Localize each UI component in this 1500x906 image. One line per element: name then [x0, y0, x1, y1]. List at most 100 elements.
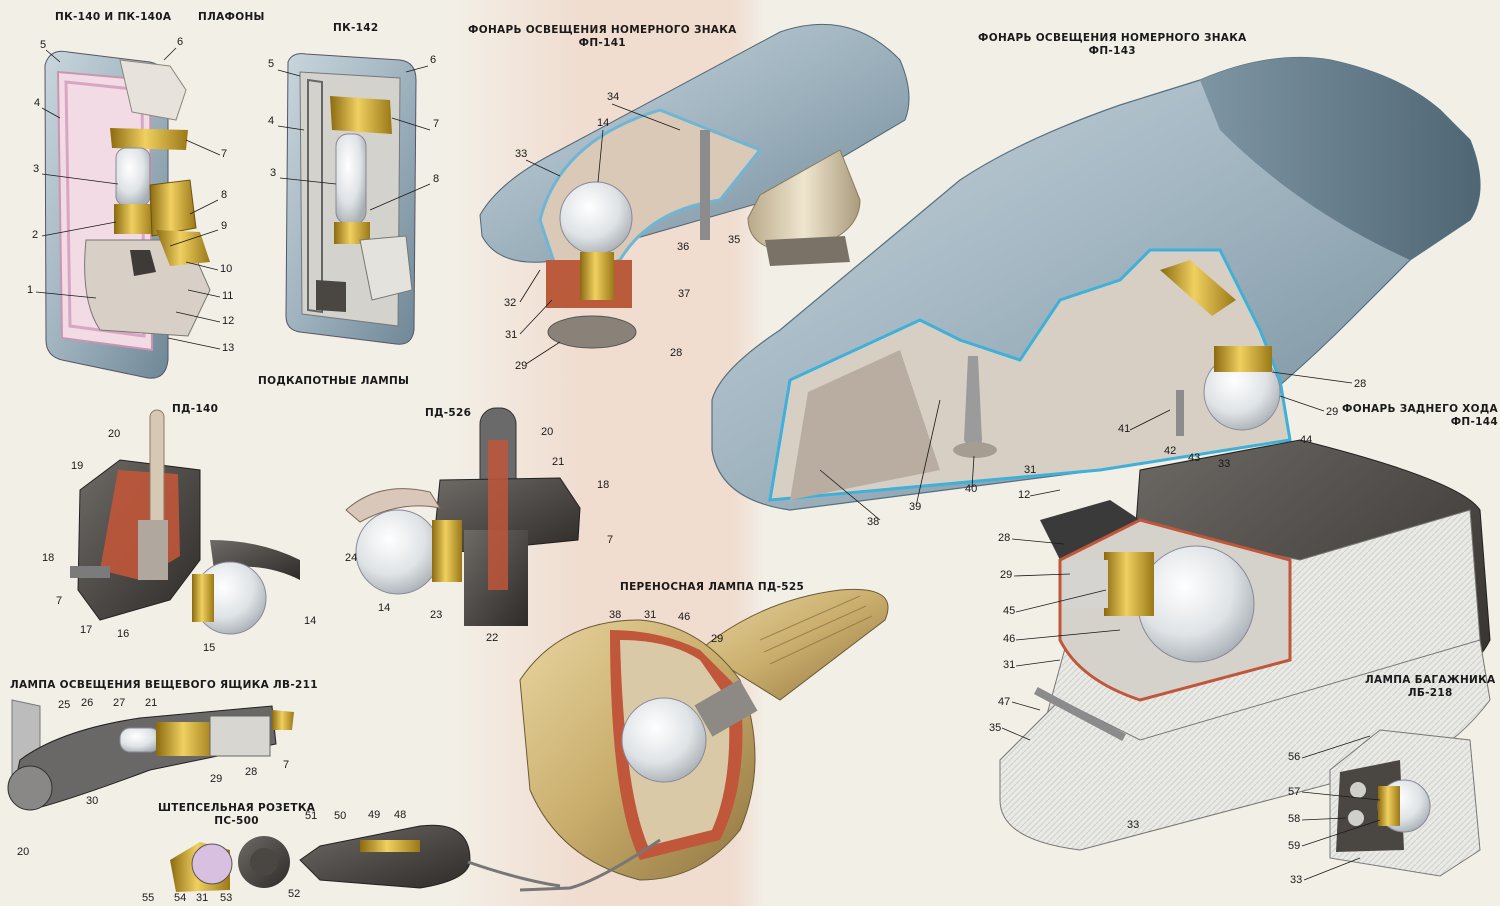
fp144-lamp-drawing: [999, 439, 1491, 851]
callout: 21: [145, 697, 157, 709]
ps500-socket-drawing: [170, 824, 561, 892]
callout: 3: [33, 163, 39, 175]
title-ps500: ШТЕПСЕЛЬНАЯ РОЗЕТКА ПС-500: [158, 802, 315, 828]
callout: 7: [221, 148, 227, 160]
callout: 12: [1018, 489, 1030, 501]
callout: 33: [1127, 819, 1139, 831]
callout: 55: [142, 892, 154, 904]
callout: 22: [486, 632, 498, 644]
callout: 14: [378, 602, 390, 614]
callout: 31: [196, 892, 208, 904]
callout: 15: [203, 642, 215, 654]
title-fp141-line1: ФОНАРЬ ОСВЕЩЕНИЯ НОМЕРНОГО ЗНАКА: [468, 24, 737, 36]
title-podkapotnye: ПОДКАПОТНЫЕ ЛАМПЫ: [258, 375, 410, 387]
fp141-lamp-drawing: [479, 23, 910, 349]
title-lb218-line1: ЛАМПА БАГАЖНИКА: [1365, 674, 1496, 686]
callout: 43: [1188, 452, 1200, 464]
callout: 35: [989, 722, 1001, 734]
callout: 28: [998, 532, 1010, 544]
lv211-lamp-drawing: [7, 699, 294, 811]
title-fp143-line2: ФП-143: [1088, 45, 1136, 57]
callout: 30: [86, 795, 98, 807]
pd140-lamp-drawing: [70, 409, 300, 635]
callout: 6: [430, 54, 436, 66]
callout: 31: [1003, 659, 1015, 671]
callout: 38: [609, 609, 621, 621]
callout: 51: [305, 810, 317, 822]
callout: 58: [1288, 813, 1300, 825]
fp143-lamp-drawing: [711, 56, 1481, 511]
callout: 50: [334, 810, 346, 822]
callout: 31: [644, 609, 656, 621]
callout: 31: [505, 329, 517, 341]
callout: 25: [58, 699, 70, 711]
callout: 4: [268, 115, 274, 127]
callout: 13: [222, 342, 234, 354]
callout: 21: [552, 456, 564, 468]
title-fp144-line2: ФП-144: [1450, 416, 1498, 428]
callout: 33: [1290, 874, 1302, 886]
callout: 4: [34, 97, 40, 109]
pk140-lamp-drawing: [44, 50, 211, 379]
title-fp141-line2: ФП-141: [578, 37, 626, 49]
callout: 44: [1300, 434, 1312, 446]
callout: 28: [1354, 378, 1366, 390]
callout: 24: [345, 552, 357, 564]
callout: 17: [80, 624, 92, 636]
callout: 29: [1000, 569, 1012, 581]
callout: 20: [108, 428, 120, 440]
title-pd526: ПД-526: [425, 407, 472, 419]
title-plafony: ПЛАФОНЫ: [198, 11, 265, 23]
callout: 29: [210, 773, 222, 785]
title-fp144: ФОНАРЬ ЗАДНЕГО ХОДА ФП-144: [1342, 403, 1498, 429]
callout: 28: [670, 347, 682, 359]
callout: 31: [1024, 464, 1036, 476]
title-pk142: ПК-142: [333, 22, 379, 34]
callout: 34: [607, 91, 619, 103]
callout: 42: [1164, 445, 1176, 457]
callout: 18: [597, 479, 609, 491]
pk142-lamp-drawing: [285, 53, 417, 345]
callout: 3: [270, 167, 276, 179]
callout: 2: [32, 229, 38, 241]
callout: 27: [113, 697, 125, 709]
callout: 5: [268, 58, 274, 70]
title-lv211: ЛАМПА ОСВЕЩЕНИЯ ВЕЩЕВОГО ЯЩИКА ЛВ-211: [10, 679, 318, 691]
title-pd525: ПЕРЕНОСНАЯ ЛАМПА ПД-525: [620, 581, 805, 593]
callout: 59: [1288, 840, 1300, 852]
title-lb218: ЛАМПА БАГАЖНИКА ЛБ-218: [1365, 674, 1495, 700]
callout: 32: [504, 297, 516, 309]
title-fp141: ФОНАРЬ ОСВЕЩЕНИЯ НОМЕРНОГО ЗНАКА ФП-141: [468, 24, 737, 50]
callout: 7: [433, 118, 439, 130]
pd525-lamp-drawing: [519, 588, 889, 892]
callout: 35: [728, 234, 740, 246]
callout: 29: [711, 633, 723, 645]
callout: 7: [56, 595, 62, 607]
callout: 54: [174, 892, 186, 904]
lb218-lamp-drawing: [1329, 729, 1481, 877]
callout: 8: [221, 189, 227, 201]
callout: 18: [42, 552, 54, 564]
callout: 52: [288, 888, 300, 900]
callout: 29: [1326, 406, 1338, 418]
callout: 6: [177, 36, 183, 48]
callout: 7: [607, 534, 613, 546]
title-pd140: ПД-140: [172, 403, 219, 415]
title-fp143-line1: ФОНАРЬ ОСВЕЩЕНИЯ НОМЕРНОГО ЗНАКА: [978, 32, 1247, 44]
callout: 45: [1003, 605, 1015, 617]
callout-labels: 5 6 4 7 3 8 2 9 10 1 11 12 13 5 6 4 7 3 …: [17, 36, 1366, 904]
leader-lines: [35, 47, 1381, 881]
title-ps500-line1: ШТЕПСЕЛЬНАЯ РОЗЕТКА: [158, 802, 316, 814]
title-fp143: ФОНАРЬ ОСВЕЩЕНИЯ НОМЕРНОГО ЗНАКА ФП-143: [978, 32, 1247, 58]
callout: 33: [515, 148, 527, 160]
callout: 38: [867, 516, 879, 528]
callout: 37: [678, 288, 690, 300]
callout: 23: [430, 609, 442, 621]
callout: 10: [220, 263, 232, 275]
callout: 1: [27, 284, 33, 296]
callout: 9: [221, 220, 227, 232]
callout: 16: [117, 628, 129, 640]
callout: 57: [1288, 786, 1300, 798]
callout: 46: [678, 611, 690, 623]
